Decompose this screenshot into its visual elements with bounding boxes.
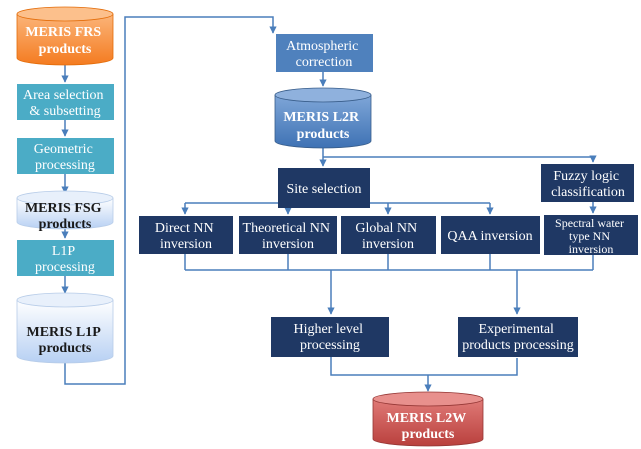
label-line: Spectral water [555, 216, 624, 230]
site-selection-box-label: Site selection [286, 182, 361, 197]
label-line: classification [551, 185, 625, 200]
label-line: Higher level [293, 322, 363, 337]
geometric-processing-box-label: Geometric processing [34, 142, 97, 173]
spectral-water-box: Spectral water type NN inversion [544, 215, 638, 256]
label-line: MERIS L1P [26, 325, 101, 340]
global-nn-box: Global NN inversion [341, 216, 436, 254]
connector [330, 356, 518, 376]
site-selection-box: Site selection [278, 168, 370, 208]
meris-l2r-products-label: MERIS L2R products [283, 110, 362, 142]
fuzzy-logic-box: Fuzzy logic classification [541, 164, 634, 202]
higher-level-processing-box-label: Higher level processing [293, 322, 366, 353]
spectral-water-box-label: Spectral water type NN inversion [555, 216, 627, 256]
label-line: processing [35, 260, 95, 275]
label-line: inversion [569, 242, 614, 256]
meris-l1p-products: MERIS L1P products [16, 292, 114, 364]
direct-nn-box-label: Direct NN inversion [155, 221, 217, 252]
global-nn-box-label: Global NN inversion [355, 221, 420, 252]
label-line: products processing [462, 338, 574, 353]
meris-l2w-products-label: MERIS L2W products [387, 411, 470, 442]
l1p-processing-box-label: L1P processing [35, 244, 95, 275]
label-line: MERIS FRS [25, 25, 101, 40]
connectors [61, 16, 597, 392]
label-line: MERIS FSG [25, 201, 102, 216]
label-line: Theoretical NN [243, 221, 330, 236]
label-line: inversion [160, 237, 212, 252]
label-line: Atmospheric [286, 39, 358, 54]
atmospheric-correction-box-label: Atmospheric correction [286, 39, 362, 70]
label-line: Area selection [23, 88, 103, 103]
meris-l2r-products: MERIS L2R products [274, 87, 372, 149]
meris-l2w-products: MERIS L2W products [372, 391, 484, 447]
experimental-products-box-label: Experimental products processing [462, 322, 574, 353]
label-line: products [39, 217, 92, 232]
label-line: Fuzzy logic [553, 169, 619, 184]
fuzzy-logic-box-label: Fuzzy logic classification [551, 169, 625, 200]
direct-nn-box: Direct NN inversion [139, 216, 233, 254]
label-line: products [402, 427, 455, 442]
label-line: Global NN [355, 221, 417, 236]
label-line: inversion [262, 237, 314, 252]
meris-frs-products: MERIS FRS products [16, 6, 114, 66]
label-line: Site selection [286, 182, 361, 197]
geometric-processing-box: Geometric processing [17, 138, 114, 174]
label-line: MERIS L2W [387, 411, 467, 426]
label-line: Direct NN [155, 221, 214, 236]
theoretical-nn-box-label: Theoretical NN inversion [243, 221, 334, 252]
label-line: products [39, 341, 92, 356]
area-selection-box-label: Area selection & subsetting [23, 88, 107, 119]
label-line: & subsetting [29, 104, 100, 119]
label-line: Experimental [479, 322, 555, 337]
meris-frs-products-label: MERIS FRS products [25, 25, 104, 57]
label-line: type NN [569, 229, 610, 243]
label-line: MERIS L2R [283, 110, 360, 125]
atmospheric-correction-box: Atmospheric correction [276, 34, 373, 72]
connector [64, 16, 277, 385]
label-line: products [39, 42, 92, 57]
label-line: processing [35, 158, 95, 173]
label-line: correction [296, 55, 353, 70]
label-line: QAA inversion [447, 229, 532, 244]
meris-fsg-products-label: MERIS FSG products [25, 201, 105, 232]
qaa-inversion-box-label: QAA inversion [447, 229, 532, 244]
higher-level-processing-box: Higher level processing [271, 317, 389, 357]
connector [323, 155, 597, 163]
meris-fsg-products: MERIS FSG products [16, 190, 114, 232]
label-line: L1P [52, 244, 76, 259]
label-line: Geometric [34, 142, 93, 157]
l1p-processing-box: L1P processing [17, 240, 114, 276]
area-selection-box: Area selection & subsetting [17, 84, 114, 120]
meris-l1p-products-label: MERIS L1P products [26, 325, 103, 356]
label-line: processing [300, 338, 360, 353]
label-line: products [297, 127, 350, 142]
label-line: inversion [362, 237, 414, 252]
qaa-inversion-box: QAA inversion [441, 216, 540, 254]
theoretical-nn-box: Theoretical NN inversion [239, 216, 337, 254]
experimental-products-box: Experimental products processing [458, 317, 578, 357]
